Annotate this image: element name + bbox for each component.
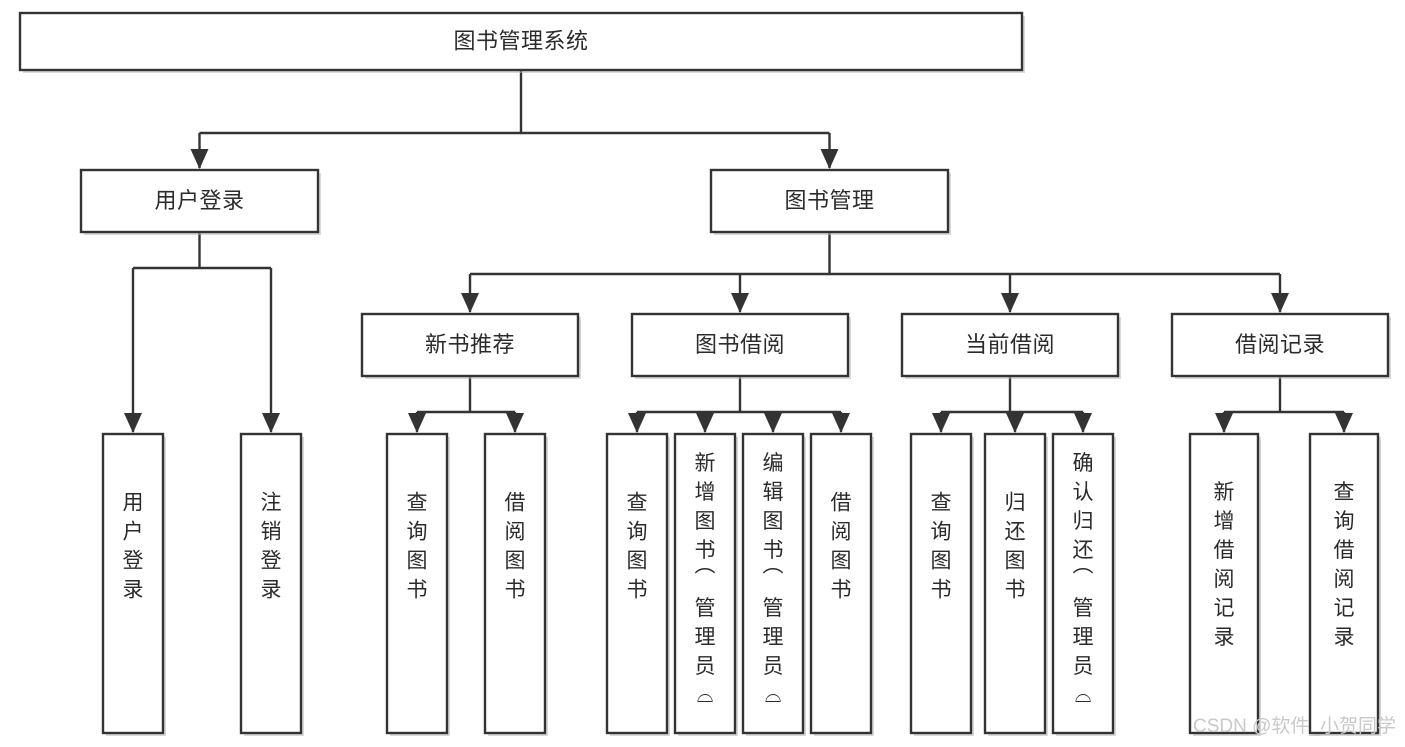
node-root-book-management-system[interactable]: 图书管理系统 [18, 11, 1025, 73]
connector-layer [124, 70, 1353, 433]
node-leaf-borrow-book-rec[interactable]: 借阅图书 [483, 432, 548, 736]
node-label: 查询图书 [627, 491, 648, 601]
node-label: 新书推荐 [425, 332, 515, 357]
node-leaf-edit-book[interactable]: 编辑图书⌒管理员⌓ [741, 432, 806, 736]
arrow-head-icon [1335, 413, 1353, 433]
node-label: 用户登录 [123, 491, 144, 601]
arrow-head-icon [1006, 413, 1024, 433]
node-leaf-confirm-return[interactable]: 确认归还⌒管理员⌓ [1051, 432, 1116, 736]
node-borrow-record[interactable]: 借阅记录 [1170, 312, 1391, 379]
node-label: 归还图书 [1005, 491, 1026, 601]
node-label: 用户登录 [154, 188, 244, 213]
node-leaf-query-record[interactable]: 查询借阅记录 [1308, 432, 1381, 736]
arrow-head-icon [764, 413, 782, 433]
arrow-head-icon [628, 413, 646, 433]
node-current-borrow[interactable]: 当前借阅 [900, 312, 1121, 379]
arrow-head-icon [1001, 293, 1019, 313]
node-label: 新增图书⌒管理员⌓ [695, 452, 716, 707]
node-leaf-add-book[interactable]: 新增图书⌒管理员⌓ [673, 432, 738, 736]
node-leaf-query-book-rec[interactable]: 查询图书 [385, 432, 450, 736]
arrow-head-icon [408, 413, 426, 433]
node-leaf-return-book[interactable]: 归还图书 [983, 432, 1048, 736]
arrow-head-icon [820, 149, 839, 169]
node-label: 借阅图书 [831, 491, 852, 601]
arrow-head-icon [731, 293, 749, 313]
node-book-manage[interactable]: 图书管理 [709, 168, 951, 235]
node-label: 查询图书 [407, 491, 428, 601]
node-layer: 图书管理系统用户登录图书管理新书推荐图书借阅当前借阅借阅记录用户登录注销登录查询… [18, 11, 1391, 736]
node-label: 注销登录 [261, 491, 282, 601]
node-label: 借阅记录 [1235, 332, 1325, 357]
arrow-head-icon [1271, 293, 1289, 313]
arrow-head-icon [1215, 413, 1233, 433]
node-new-book-recommend[interactable]: 新书推荐 [360, 312, 581, 379]
node-label: 图书管理 [784, 188, 874, 213]
arrow-head-icon [506, 413, 524, 433]
node-leaf-borrow-book-brw[interactable]: 借阅图书 [809, 432, 874, 736]
node-leaf-user-login[interactable]: 用户登录 [101, 432, 166, 736]
arrow-head-icon [832, 413, 850, 433]
node-label: 当前借阅 [965, 332, 1055, 357]
arrow-head-icon [461, 293, 479, 313]
node-book-borrow[interactable]: 图书借阅 [630, 312, 851, 379]
arrow-head-icon [696, 413, 714, 433]
arrow-head-icon [124, 413, 142, 433]
node-leaf-query-book-cur[interactable]: 查询图书 [909, 432, 974, 736]
node-label: 借阅图书 [505, 491, 526, 601]
node-user-login[interactable]: 用户登录 [79, 168, 321, 235]
node-leaf-user-logout[interactable]: 注销登录 [239, 432, 304, 736]
node-label: 确认归还⌒管理员⌓ [1073, 452, 1094, 707]
arrow-head-icon [932, 413, 950, 433]
node-label: 编辑图书⌒管理员⌓ [763, 452, 784, 707]
node-label: 新增借阅记录 [1214, 480, 1235, 648]
node-label: 查询图书 [931, 491, 952, 601]
node-leaf-query-book-brw[interactable]: 查询图书 [605, 432, 670, 736]
node-label: 图书管理系统 [453, 28, 588, 53]
node-label: 图书借阅 [695, 332, 785, 357]
node-label: 查询借阅记录 [1334, 480, 1355, 648]
node-leaf-add-record[interactable]: 新增借阅记录 [1188, 432, 1261, 736]
csdn-watermark: CSDN @软件_小贺同学 [1193, 715, 1396, 737]
arrow-head-icon [262, 413, 280, 433]
arrow-head-icon [190, 149, 209, 169]
arrow-head-icon [1074, 413, 1092, 433]
